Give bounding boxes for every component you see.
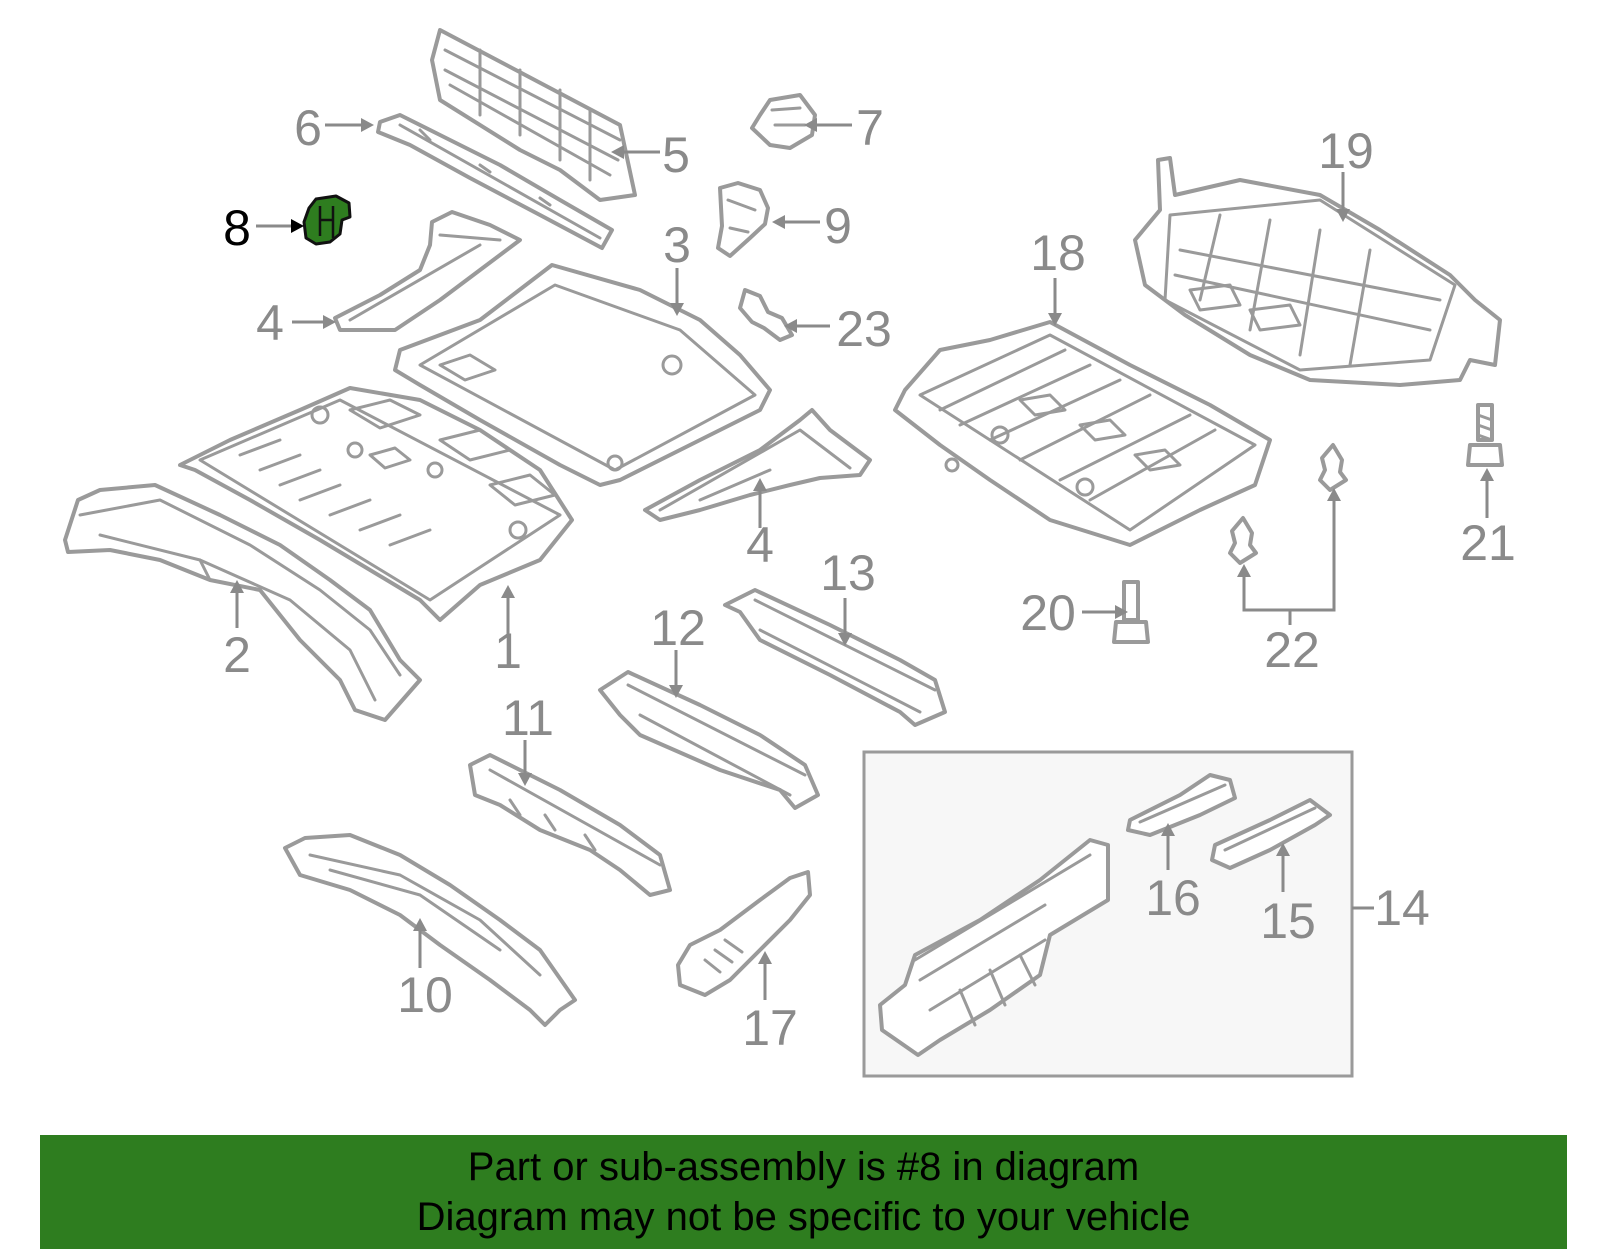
callout-1: 1 [494, 623, 522, 679]
arrowheads [230, 118, 1494, 964]
callout-9: 9 [824, 198, 852, 254]
callout-22: 22 [1264, 622, 1320, 678]
part-4-lower[interactable] [643, 408, 872, 522]
part-15[interactable] [1210, 798, 1332, 870]
callout-8: 8 [223, 200, 251, 256]
part-12[interactable] [598, 670, 820, 810]
callout-20: 20 [1020, 585, 1076, 641]
part-10[interactable] [283, 833, 577, 1027]
callout-19: 19 [1318, 123, 1374, 179]
part-22a[interactable] [1318, 443, 1348, 492]
callout-10: 10 [397, 967, 453, 1023]
part-3[interactable] [393, 263, 772, 487]
part-16[interactable] [1126, 773, 1237, 837]
part-20[interactable] [1112, 580, 1150, 644]
part-7[interactable] [750, 93, 817, 150]
callout-12: 12 [650, 600, 706, 656]
part-17[interactable] [676, 870, 812, 997]
part-9[interactable] [716, 181, 770, 258]
callout-21: 21 [1460, 515, 1516, 571]
callout-5: 5 [662, 127, 690, 183]
banner-line-2: Diagram may not be specific to your vehi… [416, 1195, 1191, 1239]
callout-6: 6 [294, 100, 322, 156]
callout-11: 11 [502, 690, 554, 746]
callout-13: 13 [820, 545, 876, 601]
part-22b[interactable] [1228, 516, 1258, 565]
callout-4-upper: 4 [256, 295, 284, 351]
part-13[interactable] [723, 588, 947, 727]
callout-3: 3 [663, 217, 691, 273]
part-21[interactable] [1466, 403, 1504, 467]
part-5[interactable] [430, 28, 637, 202]
part-4-upper[interactable] [333, 210, 522, 332]
part-6[interactable] [376, 113, 614, 250]
part-2[interactable] [63, 483, 422, 722]
part-14[interactable] [878, 838, 1110, 1057]
callout-14: 14 [1374, 880, 1430, 936]
callout-2: 2 [223, 627, 251, 683]
part-11[interactable] [468, 753, 672, 897]
info-banner: Part or sub-assembly is #8 in diagram Di… [40, 1135, 1567, 1249]
part-8[interactable] [302, 194, 352, 246]
part-18[interactable] [893, 320, 1272, 547]
part-1[interactable] [178, 386, 574, 622]
callout-17: 17 [742, 1000, 798, 1056]
callout-18: 18 [1030, 225, 1086, 281]
banner-line-1: Part or sub-assembly is #8 in diagram [467, 1145, 1140, 1189]
callout-7: 7 [856, 100, 884, 156]
callout-4-lower: 4 [746, 517, 774, 573]
callout-23: 23 [836, 301, 892, 357]
callout-16: 16 [1145, 870, 1201, 926]
part-23[interactable] [738, 288, 794, 342]
callout-labels: 1 2 3 4 4 5 6 7 8 9 10 11 12 13 14 15 16… [223, 100, 1516, 1056]
part-19[interactable] [1133, 156, 1502, 387]
callout-15: 15 [1260, 893, 1316, 949]
